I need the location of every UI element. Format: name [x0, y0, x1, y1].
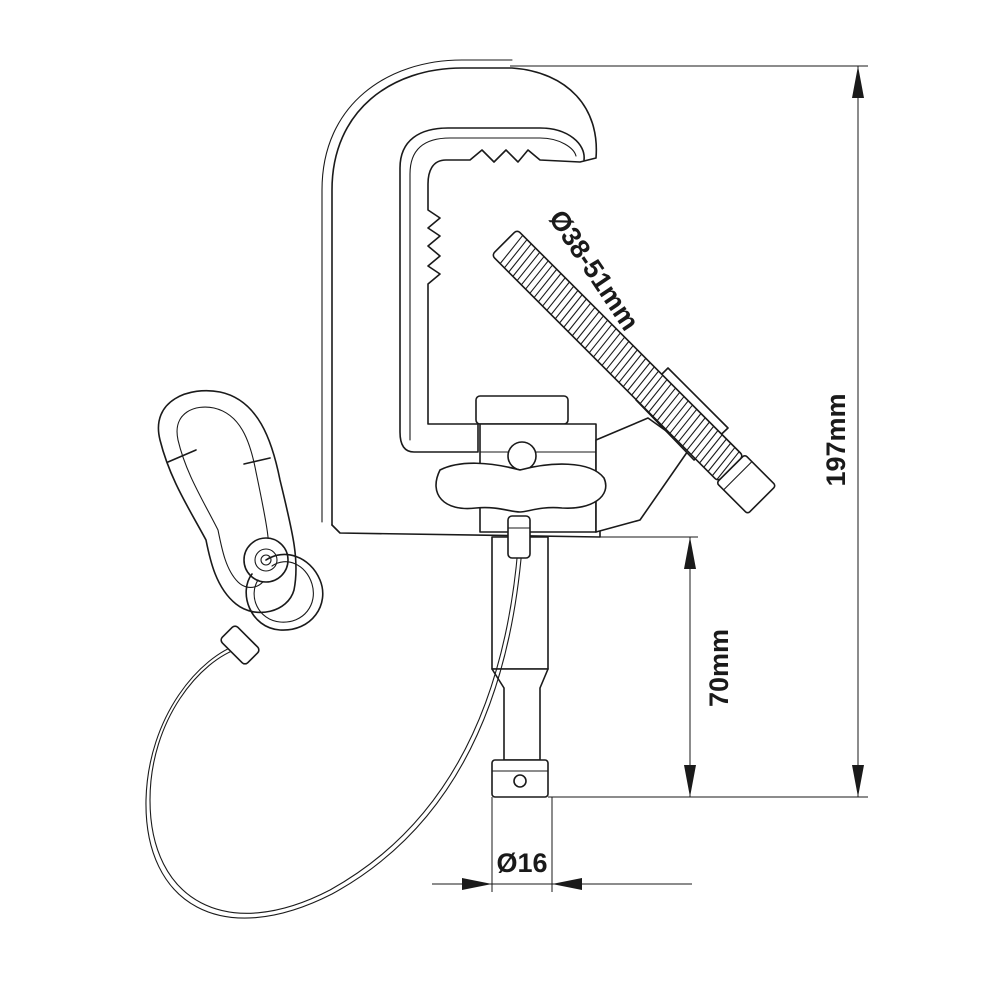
- screw-thread-ridge: [529, 264, 553, 294]
- cable-ring: [245, 553, 324, 631]
- screw-thread-ridge: [554, 290, 579, 320]
- screw-thread-ridge: [563, 298, 587, 328]
- screw-thread-ridge: [542, 277, 566, 307]
- housing-top-cap: [475, 395, 569, 425]
- screw-thread-ridge: [512, 247, 536, 277]
- screw-thread-ridge: [622, 358, 647, 388]
- spigot-pin-hole: [513, 774, 527, 788]
- screw-thread-ridge: [559, 294, 583, 324]
- screw-thread-ridge: [533, 268, 558, 298]
- screw-thread-ridge: [588, 324, 613, 354]
- screw-thread-ridge: [665, 400, 689, 430]
- screw-thread-ridge: [520, 256, 545, 286]
- screw-thread-ridge: [576, 311, 600, 341]
- screw-thread-ridge: [614, 349, 638, 379]
- clamp-inner-chamfer: [409, 137, 577, 441]
- screw-thread-ridge: [627, 362, 651, 392]
- safety-cable: [145, 515, 531, 919]
- dimension-o16: Ø16: [432, 797, 692, 892]
- dimension-70mm: 70mm: [600, 536, 734, 797]
- screw-thread-ridge: [677, 413, 702, 443]
- screw-thread-ridge: [597, 332, 621, 362]
- clamp-outer-contour: [331, 67, 598, 526]
- threaded-screw: [492, 230, 776, 514]
- dim-label-o16: Ø16: [496, 848, 547, 878]
- screw-thread-ridge: [550, 285, 575, 315]
- screw-thread-ridge: [499, 234, 524, 264]
- screw-thread-ridge: [618, 353, 643, 383]
- screw-thread-ridge: [648, 383, 672, 413]
- screw-thread-ridge: [639, 374, 664, 404]
- screw-thread-ridge: [546, 281, 570, 311]
- cable-wire-inner: [145, 547, 523, 919]
- screw-thread-ridge: [580, 315, 604, 345]
- housing-bolt: [507, 441, 537, 471]
- screw-thread-ridge: [673, 408, 698, 438]
- screw-thread-ridge: [656, 391, 681, 421]
- dim-label-70mm: 70mm: [704, 629, 734, 707]
- screw-thread-ridge: [601, 336, 626, 366]
- screw-thread-ridge: [525, 260, 549, 290]
- screw-thread-ridge: [516, 251, 541, 281]
- screw-thread-ridge: [660, 396, 685, 426]
- cable-crimp-top: [507, 515, 531, 559]
- screw-thread-ridge: [682, 417, 706, 447]
- screw-thread-ridge: [537, 273, 562, 303]
- screw-thread-ridge: [508, 243, 532, 273]
- screw-thread-ridge: [694, 430, 719, 460]
- screw-thread-ridge: [567, 302, 592, 332]
- clamp-outer-chamfer: [321, 59, 513, 523]
- screw-tip-cap: [716, 454, 776, 514]
- dimension-197mm: 197mm: [510, 65, 868, 798]
- screw-thread-ridge: [699, 434, 723, 464]
- screw-thread-ridge: [707, 442, 732, 472]
- spigot: [491, 536, 549, 798]
- cable-wire-outer: [149, 547, 519, 914]
- screw-thread-ridge: [584, 319, 609, 349]
- screw-thread-ridge: [716, 451, 740, 481]
- screw-thread-ridge: [703, 438, 727, 468]
- dim-label-197mm: 197mm: [821, 393, 851, 486]
- screw-thread-ridge: [711, 447, 736, 477]
- wing-knob: [435, 462, 607, 513]
- snap-hook: [157, 389, 324, 631]
- screw-thread-ridge: [593, 328, 617, 358]
- screw-thread-ridge: [643, 379, 668, 409]
- screw-thread-ridge: [605, 341, 630, 371]
- screw-thread-ridge: [503, 239, 528, 269]
- screw-thread-ridge: [635, 370, 659, 400]
- cable-crimp-bottom: [220, 625, 260, 665]
- screw-thread-ridge: [571, 307, 596, 337]
- screw-thread-ridge: [690, 425, 715, 455]
- screw-thread-ridge: [686, 421, 710, 451]
- screw-thread-ridge: [669, 404, 693, 434]
- screw-thread-ridge: [631, 366, 655, 396]
- screw-thread-ridge: [652, 387, 676, 417]
- screw-thread-ridge: [610, 345, 634, 375]
